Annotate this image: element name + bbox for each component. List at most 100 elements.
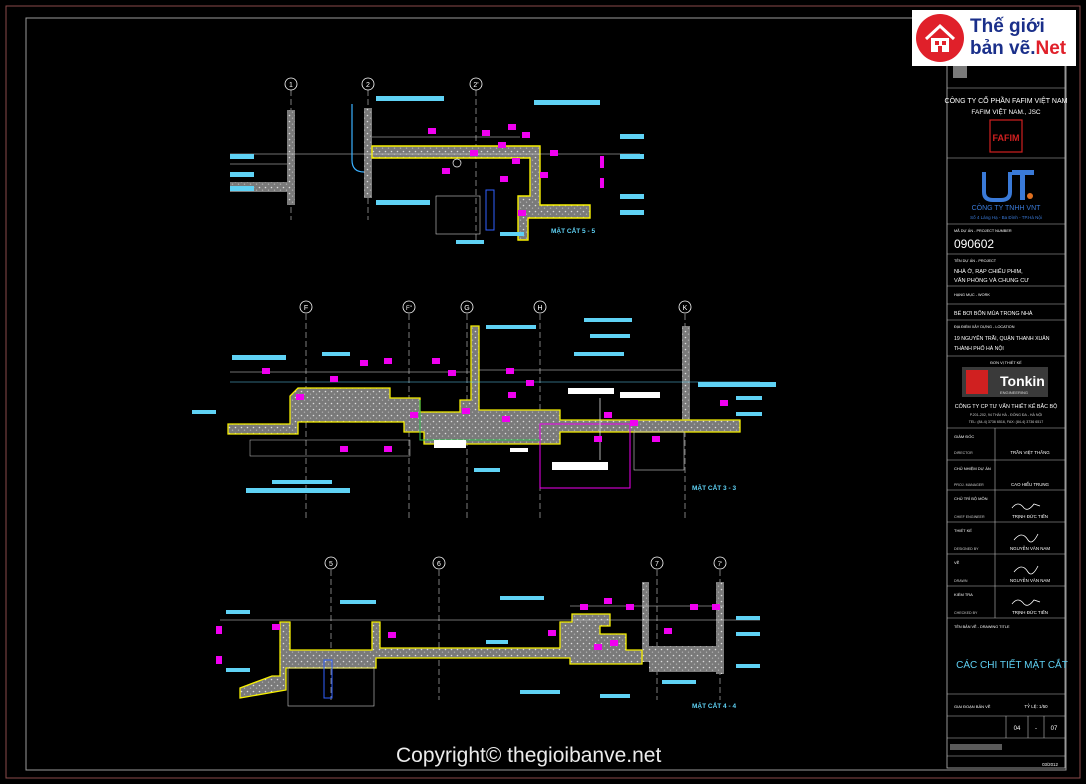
work-label: HẠNG MỤC - WORK bbox=[954, 293, 990, 297]
wall bbox=[716, 582, 724, 674]
grid-bubble: 6 bbox=[432, 556, 446, 700]
grid-label: F bbox=[304, 305, 308, 312]
grid-label: 7 bbox=[655, 561, 659, 568]
signature bbox=[1013, 533, 1039, 543]
wall bbox=[364, 108, 372, 198]
wall bbox=[287, 110, 295, 205]
location-line2: THÀNH PHỐ HÀ NỘI bbox=[954, 345, 1004, 352]
section-label: MẶT CẮT 3 - 3 bbox=[692, 483, 736, 492]
scale: TỶ LỆ: 1/50 bbox=[1024, 704, 1048, 709]
role-label-en: DIRECTOR bbox=[954, 451, 973, 455]
vnt-logo-icon bbox=[982, 170, 1034, 202]
pool-slab bbox=[239, 613, 643, 699]
sheet-number: 04 bbox=[1014, 726, 1021, 732]
role-person: TRẦN VIỆT THẮNG bbox=[1010, 450, 1050, 455]
role-label-en: PROJ. MANAGER bbox=[954, 483, 984, 487]
designer-address: P.201-202, 94 THÁI HÀ - ĐỐNG ĐA - HÀ NỘI bbox=[970, 412, 1043, 417]
grid-label: 7' bbox=[718, 562, 722, 568]
section-3-3: F F'' G H K bbox=[192, 300, 776, 520]
grid-label: 2 bbox=[366, 82, 370, 89]
role-label: VẼ bbox=[954, 560, 960, 565]
designer-name: CÔNG TY CP TƯ VẤN THIẾT KẾ BẮC BỘ bbox=[955, 402, 1058, 410]
role-person: TRỊNH ĐỨC TIẾN bbox=[1012, 514, 1048, 519]
logo-text-net: Net bbox=[1035, 38, 1067, 59]
role-label: CHỦ NHIỆM DỰ ÁN bbox=[954, 466, 991, 471]
section-5-5: 1 2 2' bbox=[230, 77, 644, 244]
tonkin-logo-text: Tonkin bbox=[1000, 373, 1045, 389]
inner-frame bbox=[25, 17, 1067, 771]
role-row: CHỦ TRÌ BỘ MÔN CHIEF ENGINEER TRỊNH ĐỨC … bbox=[954, 496, 1048, 519]
fafim-logo-text: FAFIM bbox=[993, 133, 1020, 143]
grid-label: K bbox=[683, 305, 688, 312]
logo-text-line1: Thế giới bbox=[970, 16, 1045, 37]
location-label: ĐỊA ĐIỂM XÂY DỰNG - LOCATION bbox=[954, 324, 1015, 329]
role-label: GIÁM ĐỐC bbox=[954, 434, 974, 439]
owner-sub: FAFIM VIỆT NAM., JSC bbox=[971, 107, 1041, 116]
copyright-watermark: Copyright© thegioibanve.net bbox=[396, 744, 662, 767]
grid-label: H bbox=[537, 305, 542, 312]
partner-name: CÔNG TY TNHH VNT bbox=[972, 203, 1042, 212]
role-person: NGUYỄN VĂN NAM bbox=[1010, 578, 1050, 583]
pool-slab bbox=[371, 145, 591, 241]
role-label: THIẾT KẾ bbox=[954, 528, 972, 533]
designer-label: ĐƠN VỊ THIẾT KẾ bbox=[990, 360, 1022, 365]
house-icon bbox=[916, 14, 964, 62]
role-row: CHỦ NHIỆM DỰ ÁN PROJ. MANAGER CAO HIỂU T… bbox=[954, 466, 1050, 487]
grid-label: 1 bbox=[289, 82, 293, 89]
logo-text-line2: bản vẽ.Net bbox=[970, 38, 1066, 60]
partner-address: Số 4 Láng Hạ - Ba Đình - TP.Hà Nội bbox=[970, 215, 1042, 220]
role-row: VẼ DRAWN NGUYỄN VĂN NAM bbox=[954, 560, 1050, 583]
role-person: NGUYỄN VĂN NAM bbox=[1010, 546, 1050, 551]
role-label: KIỂM TRA bbox=[954, 592, 973, 597]
tonkin-logo-sub: ENGINEERING bbox=[1000, 390, 1028, 395]
work-name: BỂ BƠI BỐN MÙA TRONG NHÀ bbox=[954, 310, 1033, 317]
project-name-line1: NHÀ Ở, RẠP CHIẾU PHIM, bbox=[954, 268, 1023, 275]
section-label: MẶT CẮT 5 - 5 bbox=[551, 226, 595, 235]
role-label-en: DRAWN bbox=[954, 579, 968, 583]
fafim-logo-icon: FAFIM bbox=[989, 119, 1023, 153]
role-person: CAO HIỂU TRUNG bbox=[1011, 482, 1050, 487]
tonkin-logo-icon: Tonkin ENGINEERING bbox=[962, 367, 1048, 397]
grid-bubble: 5 bbox=[324, 556, 338, 700]
designer-tel: TEL: (84-4) 3736 6516, FAX: (84-4) 3736 … bbox=[969, 420, 1044, 424]
project-code: 090602 bbox=[954, 237, 994, 251]
role-row: GIÁM ĐỐC DIRECTOR TRẦN VIỆT THẮNG bbox=[954, 434, 1050, 455]
site-logo: Thế giới bản vẽ.Net bbox=[912, 10, 1076, 66]
role-person: TRỊNH ĐỨC TIẾN bbox=[1012, 610, 1048, 615]
sheet-separator: - bbox=[1035, 726, 1037, 732]
role-label-en: DESIGNED BY bbox=[954, 547, 979, 551]
logo-text-main: bản vẽ. bbox=[970, 38, 1036, 59]
location-line1: 19 NGUYỄN TRÃI, QUẬN THANH XUÂN bbox=[954, 335, 1050, 342]
floor-slab bbox=[230, 182, 287, 192]
grid-label: G bbox=[464, 305, 469, 312]
signature bbox=[1011, 503, 1041, 510]
role-row: THIẾT KẾ DESIGNED BY NGUYỄN VĂN NAM bbox=[954, 528, 1050, 551]
title-block: CÔNG TY CỔ PHẦN FAFIM VIỆT NAM FAFIM VIỆ… bbox=[945, 57, 1068, 769]
role-row: KIỂM TRA CHECKED BY TRỊNH ĐỨC TIẾN bbox=[954, 592, 1048, 615]
grid-bubble: 7 bbox=[650, 556, 664, 700]
drawing-title-label: TÊN BẢN VẼ - DRAWING TITLE bbox=[954, 624, 1010, 629]
grid-bubble: 2' bbox=[469, 77, 483, 240]
sheet-total: 07 bbox=[1051, 726, 1058, 732]
section-4-4: 5 6 7 7' bbox=[216, 556, 760, 710]
role-label: CHỦ TRÌ BỘ MÔN bbox=[954, 496, 988, 501]
section-label: MẶT CẮT 4 - 4 bbox=[692, 701, 736, 710]
signature bbox=[1013, 565, 1039, 575]
outer-frame bbox=[5, 5, 1081, 779]
project-code-label: MÃ DỰ ÁN - PROJECT NUMBER bbox=[954, 228, 1012, 233]
grid-label: 5 bbox=[329, 561, 333, 568]
role-label-en: CHECKED BY bbox=[954, 611, 978, 615]
project-label: TÊN DỰ ÁN - PROJECT bbox=[954, 258, 997, 263]
signature bbox=[1011, 599, 1041, 606]
drawing-title: CÁC CHI TIẾT MẶT CẮT bbox=[956, 658, 1068, 671]
grid-label: 2' bbox=[473, 82, 478, 89]
role-label-en: CHIEF ENGINEER bbox=[954, 515, 985, 519]
pool-slab bbox=[227, 325, 741, 445]
floor-slab bbox=[649, 646, 716, 672]
grid-label: 6 bbox=[437, 561, 441, 568]
wall bbox=[682, 326, 690, 426]
stage-label: GIAI ĐOẠN BẢN VẼ bbox=[954, 704, 991, 709]
grid-label: F'' bbox=[406, 306, 412, 312]
drawing-date: 03/2012 bbox=[1042, 762, 1058, 767]
